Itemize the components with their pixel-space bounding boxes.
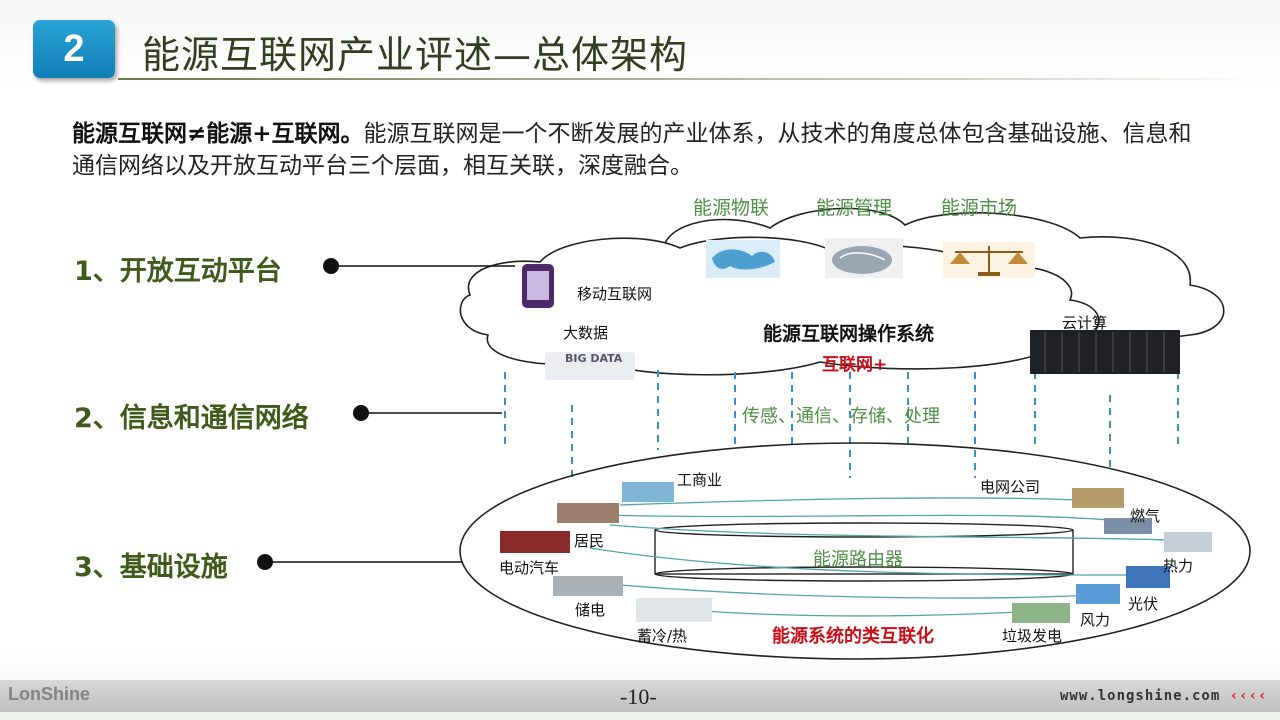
- storage-facility-icon: [553, 576, 623, 596]
- slide-title: 能源互联网产业评述—总体架构: [142, 33, 689, 77]
- layer-label-infrastructure: 3、基础设施: [74, 552, 228, 583]
- svg-text:BIG DATA: BIG DATA: [565, 352, 623, 365]
- node-commercial: 工商业: [677, 471, 723, 489]
- layer-label-platform: 1、开放互动平台: [74, 256, 282, 287]
- bullet-infrastructure: [257, 554, 273, 570]
- electric-car-icon: [500, 531, 570, 553]
- infrastructure-links: [589, 497, 1171, 617]
- bullet-network: [353, 405, 369, 421]
- world-map-icon: [706, 240, 780, 278]
- label-connectors: [272, 265, 515, 563]
- website-url: www.longshine.com ‹‹‹‹: [1060, 688, 1267, 704]
- page-number: -10-: [620, 684, 657, 709]
- node-waste-power: 垃圾发电: [1002, 627, 1063, 645]
- label-big-data: 大数据: [563, 324, 609, 342]
- intro-text: 能源互联网是一个不断发展的产业体系，从技术的角度总体包含基础设施、信息和通信网络…: [72, 121, 1192, 179]
- mobile-phone-icon: [522, 264, 554, 308]
- bullet-platform: [323, 258, 339, 274]
- label-network-functions: 传感、通信、存储、处理: [742, 406, 940, 427]
- server-racks-icon: [1030, 330, 1180, 374]
- label-energy-management: 能源管理: [816, 197, 893, 219]
- title-underline: [118, 78, 1268, 80]
- big-data-icon: BIG DATA: [545, 352, 635, 380]
- layer-label-network: 2、信息和通信网络: [74, 403, 309, 434]
- node-wind-power: 风力: [1080, 611, 1111, 629]
- company-logo: LonShine: [8, 684, 90, 704]
- node-residents: 居民: [574, 532, 605, 550]
- node-grid-company: 电网公司: [980, 478, 1041, 496]
- label-energy-iot: 能源物联: [693, 197, 770, 219]
- residential-houses-icon: [557, 503, 619, 523]
- section-number-badge: 2: [33, 20, 115, 78]
- cold-heat-storage-icon: [636, 598, 712, 622]
- label-energy-system-caption: 能源系统的类互联化: [772, 626, 934, 647]
- website-chevrons: ‹‹‹‹: [1229, 688, 1268, 704]
- network-dashed-lines: [504, 370, 1179, 478]
- node-heat: 热力: [1163, 557, 1194, 575]
- solar-panel-icon: [1126, 566, 1170, 588]
- node-gas: 燃气: [1130, 507, 1161, 525]
- label-internet-plus: 互联网+: [822, 355, 888, 375]
- node-cold-heat-storage: 蓄冷/热: [637, 627, 688, 645]
- gas-pipeline-icon: [1104, 518, 1152, 534]
- commercial-building-icon: [622, 482, 674, 502]
- heat-plant-icon: [1164, 532, 1212, 552]
- intro-paragraph: 能源互联网≠能源+互联网。能源互联网是一个不断发展的产业体系，从技术的角度总体包…: [72, 118, 1212, 182]
- footer-bar: [0, 680, 1280, 712]
- node-electric-vehicle: 电动汽车: [499, 559, 560, 577]
- node-power-storage: 储电: [575, 601, 606, 619]
- intro-bold-statement: 能源互联网≠能源+互联网。: [72, 121, 364, 147]
- gas-plant-icon: [1072, 488, 1124, 508]
- website-text: www.longshine.com: [1060, 688, 1221, 704]
- brain-icon: [825, 238, 903, 278]
- energy-internet-os-title: 能源互联网操作系统: [763, 323, 935, 345]
- label-energy-router: 能源路由器: [813, 549, 903, 570]
- waste-power-plant-icon: [1012, 603, 1070, 623]
- label-cloud-computing: 云计算: [1062, 314, 1108, 332]
- label-energy-market: 能源市场: [941, 197, 1018, 219]
- label-mobile-internet: 移动互联网: [577, 285, 653, 303]
- scales-icon: [943, 242, 1035, 278]
- wind-turbine-icon: [1076, 584, 1120, 604]
- infrastructure-ellipse: [459, 442, 1251, 660]
- node-photovoltaic: 光伏: [1128, 595, 1159, 613]
